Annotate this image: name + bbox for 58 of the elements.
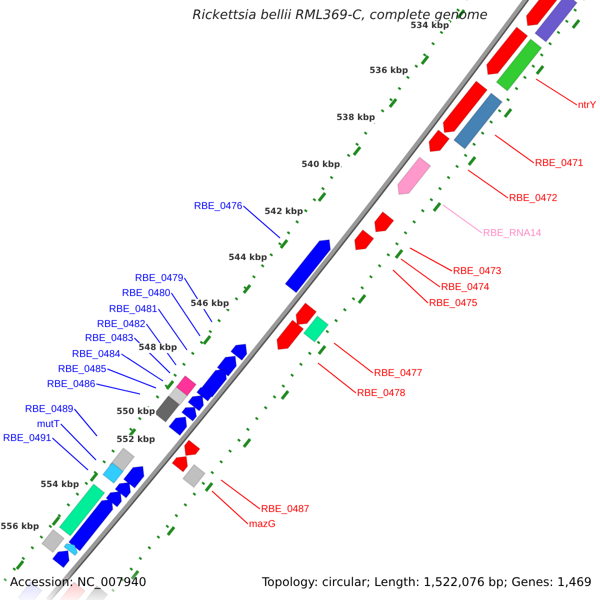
- scale-label: 538 kbp: [336, 112, 376, 122]
- gene-label: RBE_0489: [25, 402, 74, 416]
- leader-line: [400, 258, 440, 288]
- scale-label: 536 kbp: [368, 66, 410, 76]
- scale-label: 546 kbp: [190, 298, 230, 308]
- scale-label: 540 kbp: [300, 160, 342, 170]
- scale-label: 548 kbp: [138, 342, 178, 352]
- leader-line: [158, 308, 188, 350]
- genome-info-text: Topology: circular; Length: 1,522,076 bp; Genes: 1,469: [262, 576, 592, 588]
- gene-label: RBE_0482: [97, 318, 146, 330]
- scale-label: 542 kbp: [264, 206, 304, 216]
- leader-line: [334, 342, 374, 374]
- gene-label: RBE_0491: [3, 432, 52, 444]
- leader-line: [96, 384, 140, 394]
- scale-label: 554 kbp: [40, 480, 80, 490]
- leader-line: [392, 270, 428, 304]
- scale-label: 534 kbp: [410, 20, 450, 30]
- leader-line: [318, 362, 356, 394]
- title: Rickettsia bellii RML369-C, complete genome: [192, 9, 488, 22]
- scale-label: 556 kbp: [0, 522, 40, 532]
- gene-label: RBE_0471: [535, 156, 584, 170]
- gene-label: RBE_0480: [122, 286, 170, 300]
- gene-label: mazG: [249, 518, 276, 530]
- leader-line: [170, 292, 200, 336]
- leader-line: [120, 354, 164, 382]
- accession-text: Accession: NC_007940: [10, 576, 146, 588]
- gene-label: RBE_0487: [261, 502, 310, 516]
- leader-line: [536, 78, 578, 106]
- gene-label: RBE_0483: [85, 332, 134, 344]
- leader-line: [468, 170, 508, 198]
- gene-label: RBE_0478: [357, 386, 406, 400]
- scale-label: 550 kbp: [116, 406, 156, 416]
- gene-label: RBE_0486: [47, 378, 96, 390]
- gene-label: RBE_0472: [509, 192, 558, 204]
- leader-line: [494, 134, 534, 164]
- scale-label: 552 kbp: [116, 434, 156, 444]
- gene-label: ntrY: [578, 98, 596, 112]
- gene-label: RBE_0476: [194, 200, 242, 212]
- leader-line: [242, 206, 280, 238]
- gene-label: RBE_0479: [135, 272, 184, 284]
- leader-line: [60, 424, 96, 460]
- gene-label: RBE_0474: [441, 280, 490, 294]
- gene-label: RBE_0475: [429, 296, 478, 310]
- gene-label: RBE_0477: [374, 366, 422, 380]
- gene-label: RBE_0473: [453, 264, 502, 278]
- leader-line: [106, 368, 156, 388]
- gene-label: RBE_0484: [72, 348, 120, 360]
- gene-label: RBE_RNA14: [483, 226, 542, 240]
- scale-label: 544 kbp: [228, 252, 268, 262]
- leader-line: [74, 408, 98, 436]
- gene-label: mutT: [37, 418, 60, 430]
- leader-line: [212, 490, 248, 524]
- leader-line: [442, 204, 482, 234]
- leader-line: [410, 248, 452, 272]
- leader-line: [220, 480, 260, 510]
- gene-label: RBE_0481: [109, 302, 158, 316]
- gene-label: RBE_0485: [58, 362, 106, 376]
- leader-line: [52, 438, 88, 470]
